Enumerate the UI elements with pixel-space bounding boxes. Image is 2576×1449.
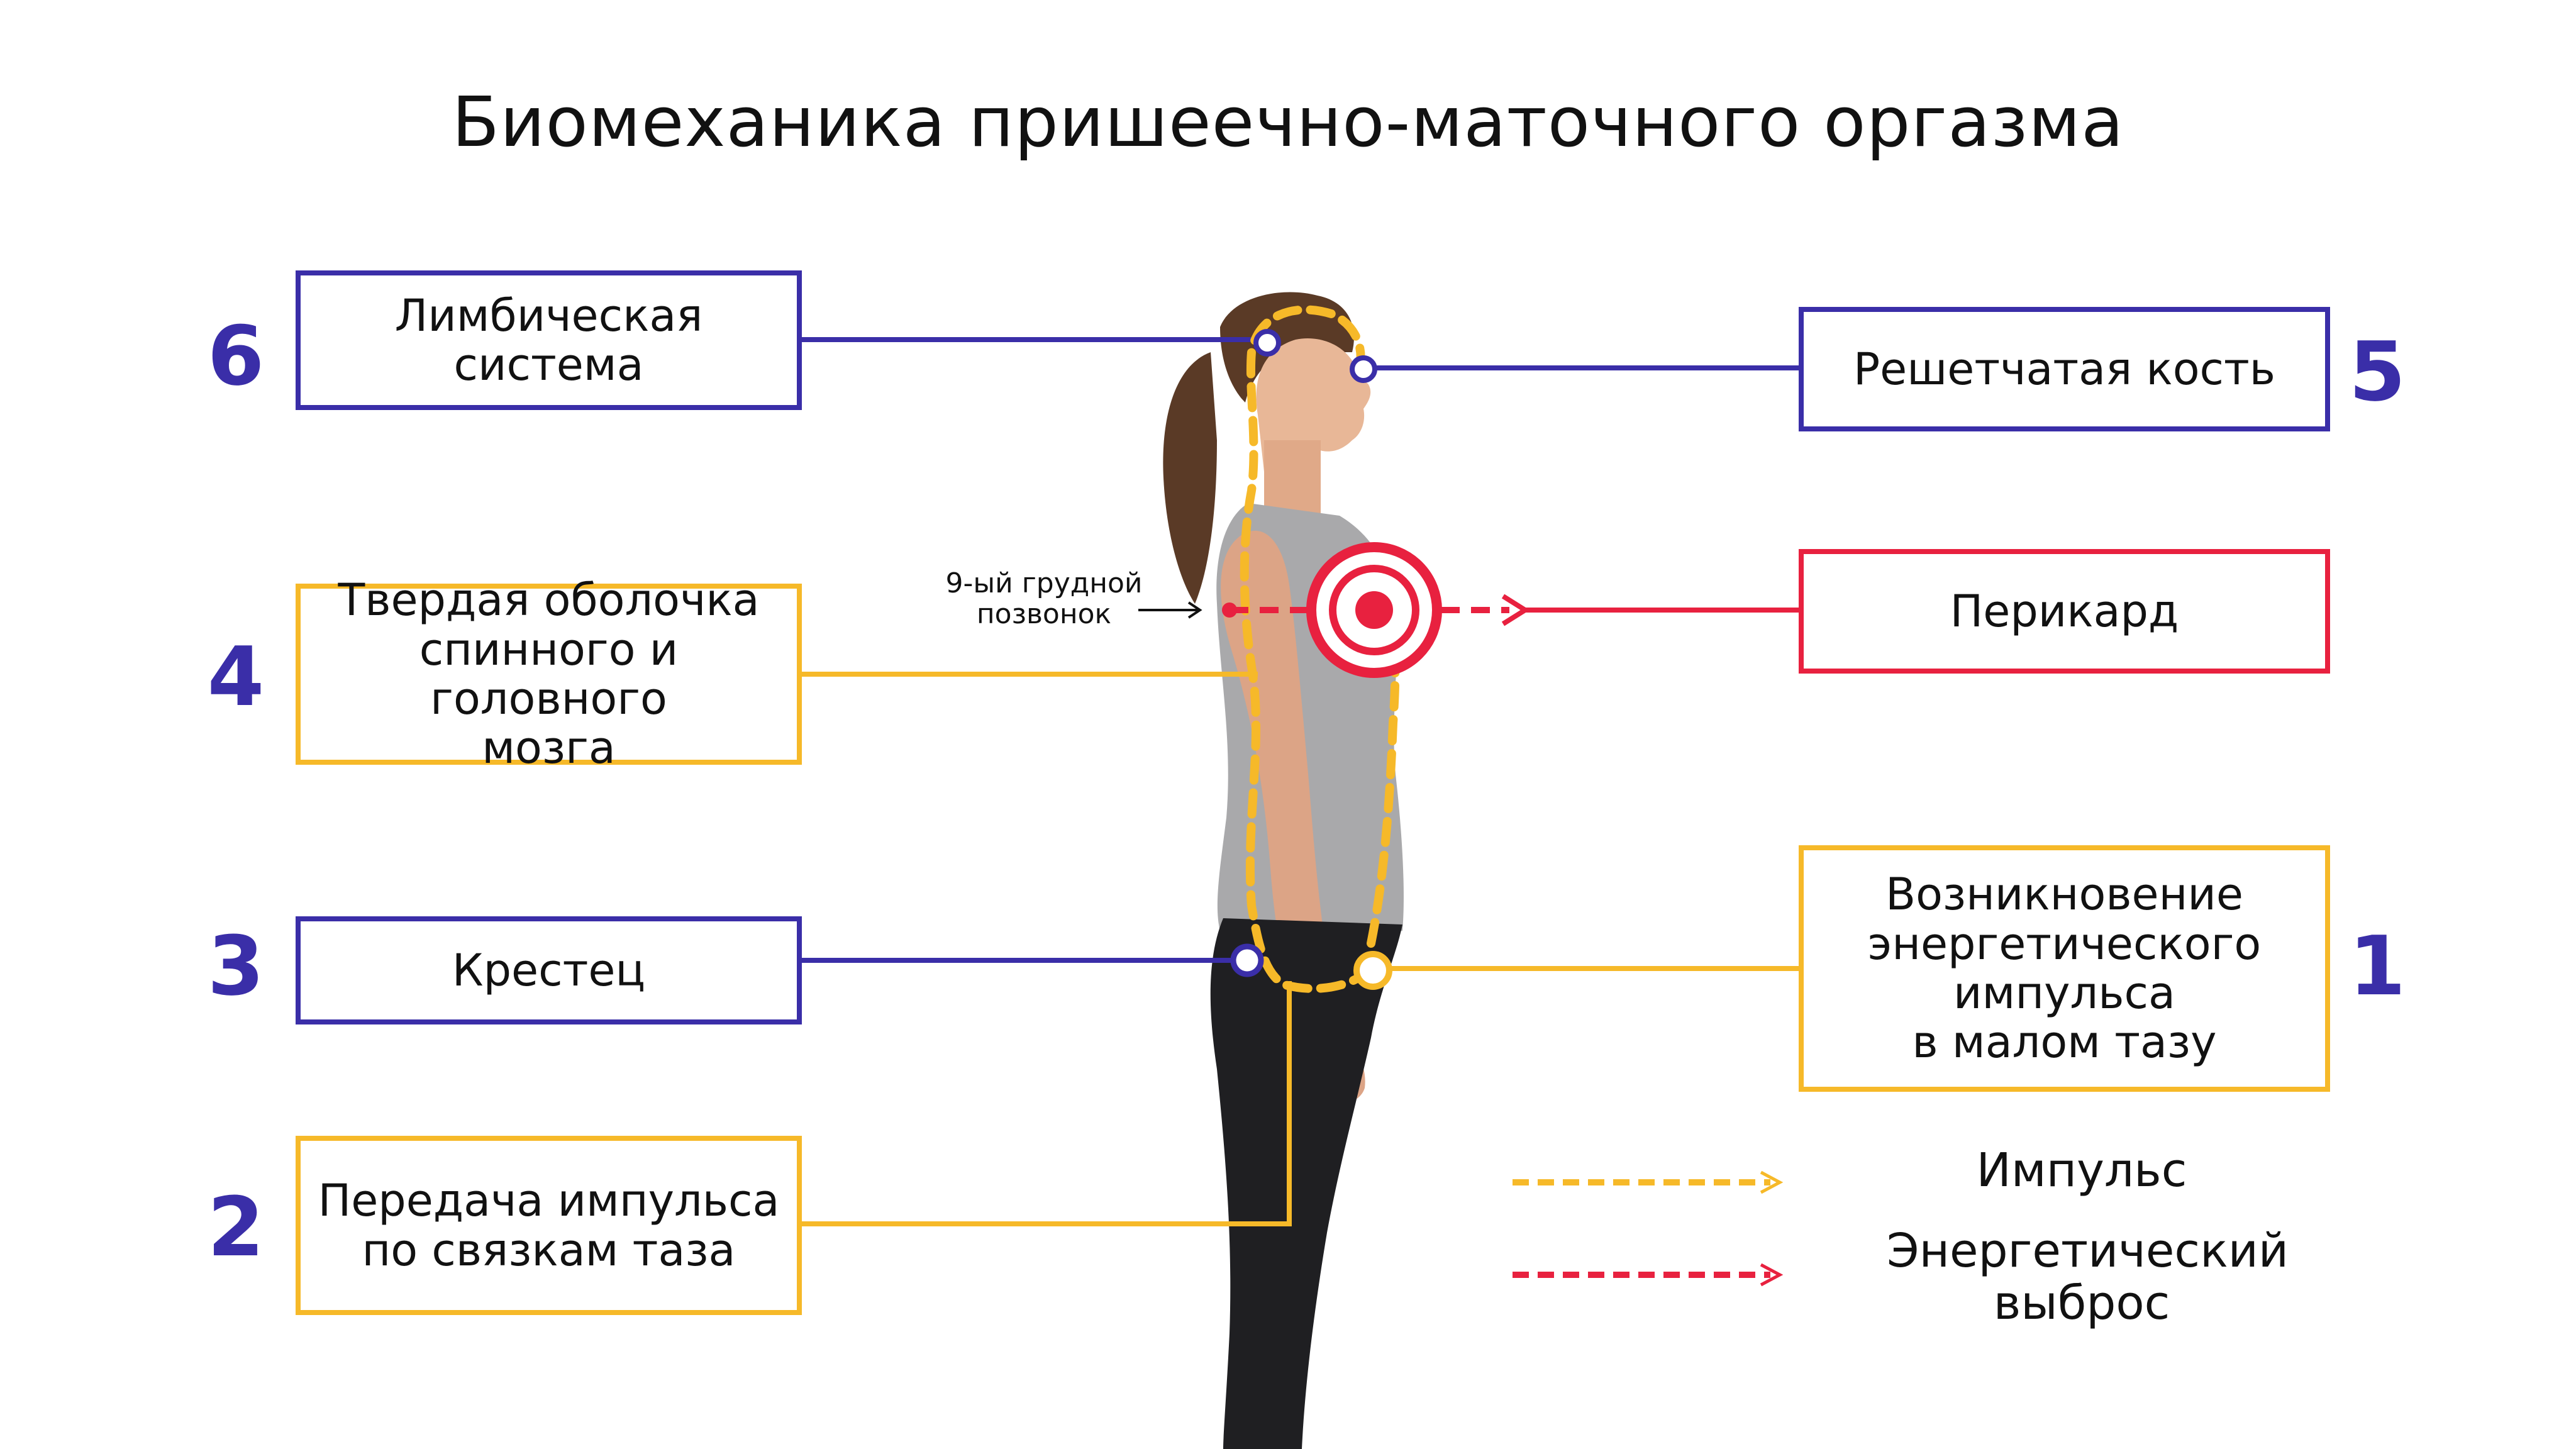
number-2: 2 xyxy=(207,1179,265,1275)
box-ethmoid-bone: Решетчатая кость xyxy=(1799,307,2330,431)
legend-impulse-line xyxy=(1513,1170,1784,1194)
box-sacrum: Крестец xyxy=(296,916,802,1024)
number-6: 6 xyxy=(207,308,265,404)
connector-lines xyxy=(799,337,1799,1226)
number-5: 5 xyxy=(2348,324,2406,419)
connector-2 xyxy=(799,981,1292,1226)
page-title: Биомеханика пришеечно-маточного оргазма xyxy=(452,82,2124,162)
face xyxy=(1256,338,1371,472)
number-3: 3 xyxy=(207,918,265,1014)
legend-discharge-line xyxy=(1513,1263,1784,1287)
leggings xyxy=(1210,918,1402,1449)
box-dura-mater: Твердая оболочка спинного и головного мо… xyxy=(296,575,802,773)
box-energy-impulse-origin: Возникновение энергетического импульса в… xyxy=(1799,845,2330,1092)
box-limbic-system: Лимбическая система xyxy=(296,270,802,410)
legend-impulse-label: Импульс xyxy=(1976,1143,2187,1197)
energy-discharge xyxy=(1222,594,1530,626)
vertebra-annotation: 9-ый грудной позвонок xyxy=(945,567,1143,631)
number-1: 1 xyxy=(2348,918,2406,1014)
person-figure xyxy=(1163,292,1404,1449)
target-icon xyxy=(1306,542,1442,678)
number-4: 4 xyxy=(207,629,265,724)
discharge-arrowhead xyxy=(1501,594,1530,626)
point-ethmoid xyxy=(1350,355,1377,383)
vertebra-dot xyxy=(1222,602,1237,618)
point-pelvis xyxy=(1353,951,1392,990)
legend-discharge-label: Энергетический выброс xyxy=(1887,1224,2289,1330)
vertebra-arrow xyxy=(1138,601,1202,619)
point-sacrum xyxy=(1230,943,1264,977)
box-pericardium: Перикард xyxy=(1799,549,2330,674)
point-limbic xyxy=(1253,329,1281,357)
box-pelvic-ligaments: Передача импульса по связкам таза xyxy=(296,1136,802,1315)
neck xyxy=(1264,440,1321,516)
ponytail xyxy=(1163,352,1217,604)
